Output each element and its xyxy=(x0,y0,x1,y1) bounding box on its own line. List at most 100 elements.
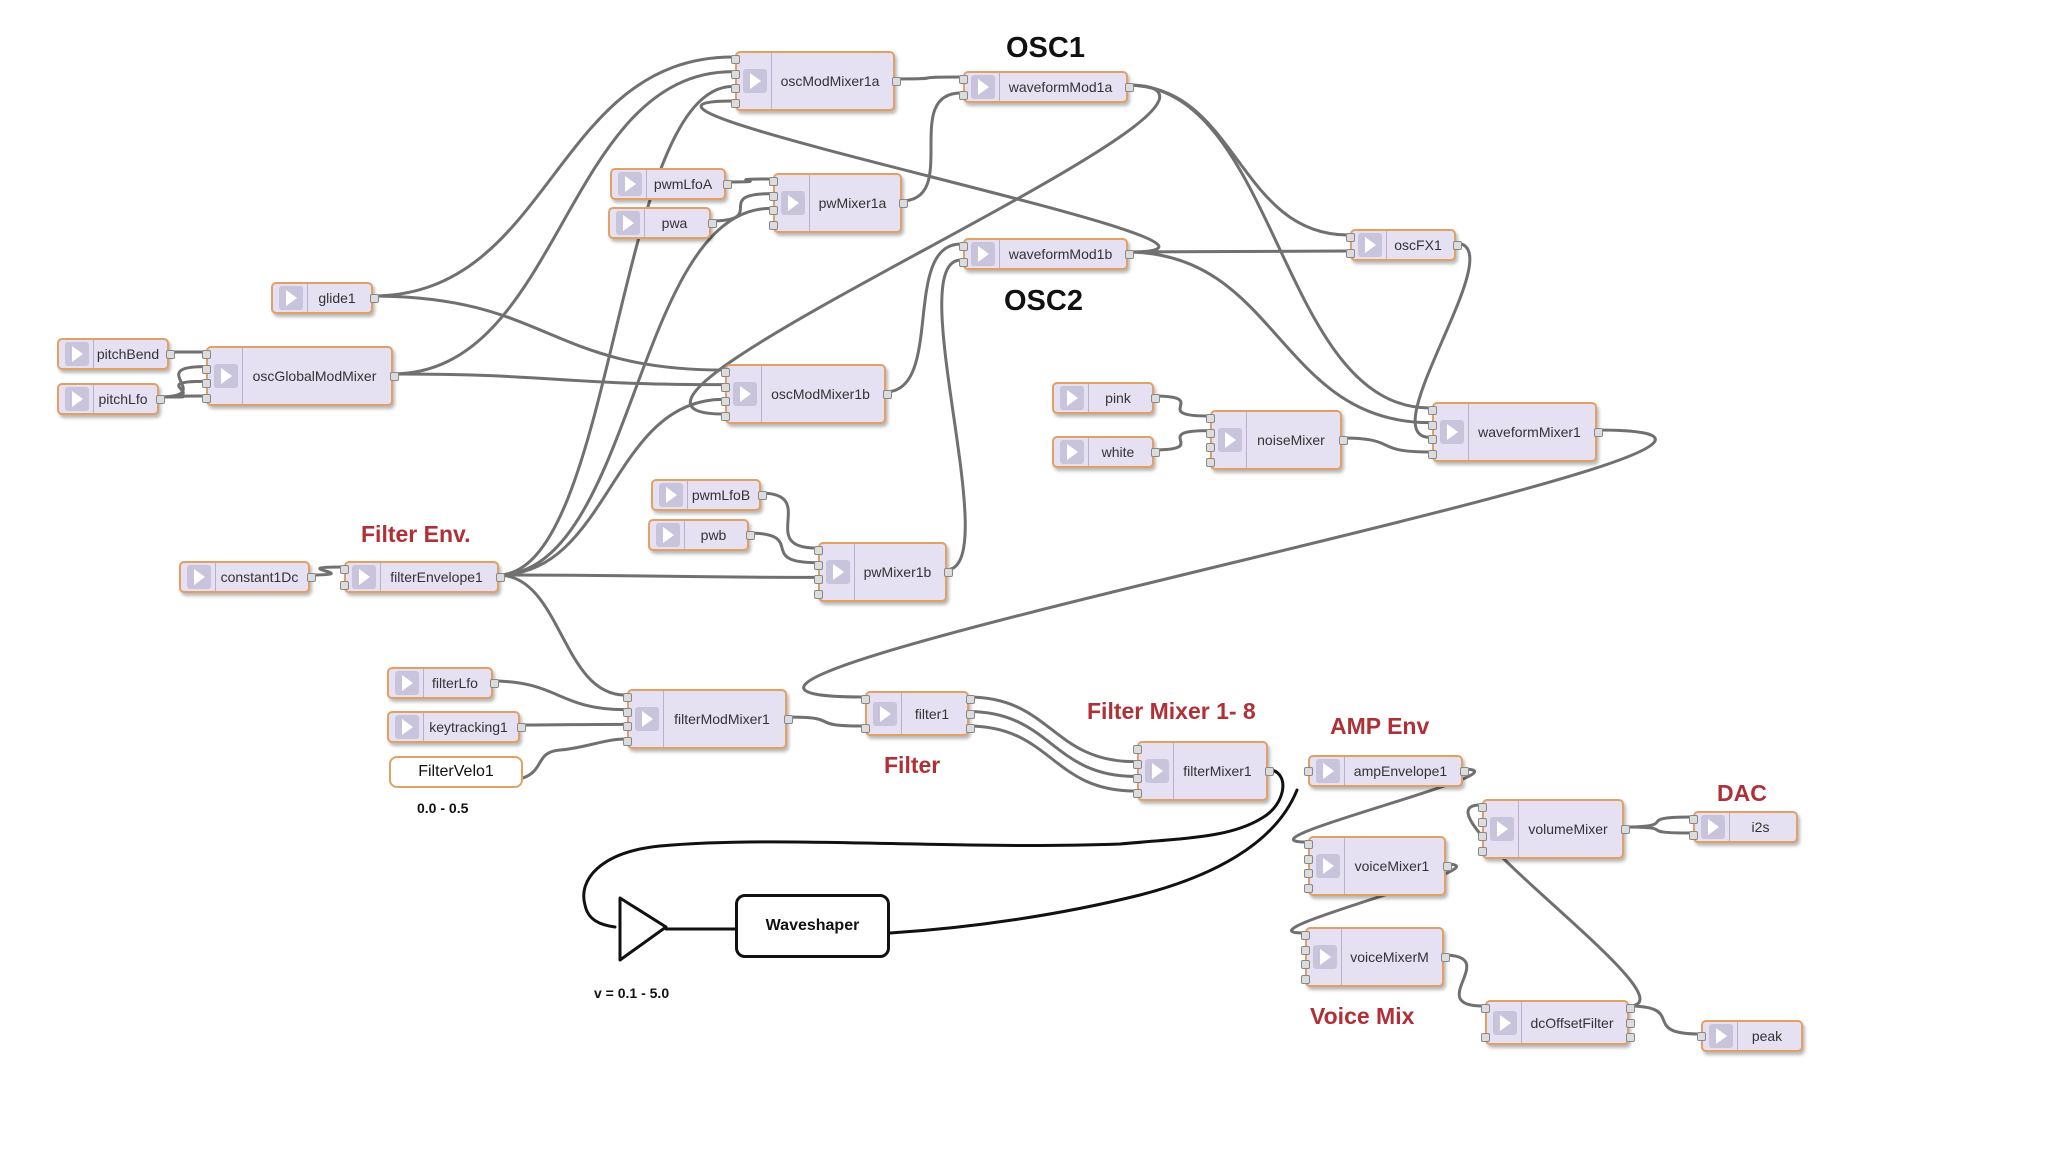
node-voiceMixerM[interactable]: voiceMixerM xyxy=(1301,927,1450,987)
input-port[interactable] xyxy=(202,394,211,403)
node-white[interactable]: white xyxy=(1052,436,1160,468)
output-port[interactable] xyxy=(1443,862,1452,871)
input-port[interactable] xyxy=(1428,406,1437,415)
node-oscModMixer1b[interactable]: oscModMixer1b xyxy=(721,364,892,424)
input-port[interactable] xyxy=(959,75,968,84)
output-port[interactable] xyxy=(1621,825,1630,834)
input-port[interactable] xyxy=(1346,233,1355,242)
output-port[interactable] xyxy=(966,709,975,719)
input-port[interactable] xyxy=(202,364,211,374)
input-port[interactable] xyxy=(731,84,740,94)
input-port[interactable] xyxy=(1304,840,1313,849)
input-port[interactable] xyxy=(959,242,968,251)
output-port[interactable] xyxy=(517,723,526,732)
input-port[interactable] xyxy=(623,707,632,717)
node-waveformMixer1[interactable]: waveformMixer1 xyxy=(1428,402,1603,462)
output-port[interactable] xyxy=(490,679,499,688)
node-keytracking1[interactable]: keytracking1 xyxy=(387,711,526,743)
input-port[interactable] xyxy=(1304,869,1313,879)
output-port[interactable] xyxy=(1125,83,1134,92)
input-port[interactable] xyxy=(1481,1004,1490,1013)
input-port[interactable] xyxy=(1133,789,1142,798)
input-port[interactable] xyxy=(1478,847,1487,856)
input-port[interactable] xyxy=(1133,759,1142,769)
input-port[interactable] xyxy=(814,560,823,570)
node-dcOffsetFilter[interactable]: dcOffsetFilter xyxy=(1481,1000,1635,1045)
input-port[interactable] xyxy=(1428,435,1437,445)
input-port[interactable] xyxy=(1346,249,1355,258)
input-port[interactable] xyxy=(340,565,349,574)
input-port[interactable] xyxy=(1304,854,1313,864)
input-port[interactable] xyxy=(1428,450,1437,459)
input-port[interactable] xyxy=(731,99,740,108)
input-port[interactable] xyxy=(769,221,778,230)
input-port[interactable] xyxy=(202,350,211,359)
input-port[interactable] xyxy=(623,722,632,732)
node-waveformMod1a[interactable]: waveformMod1a xyxy=(959,71,1134,103)
input-port[interactable] xyxy=(1478,803,1487,812)
input-port[interactable] xyxy=(1301,931,1310,940)
output-port[interactable] xyxy=(1626,1018,1635,1028)
output-port[interactable] xyxy=(883,390,892,399)
output-port[interactable] xyxy=(1460,767,1469,776)
node-filterEnvelope1[interactable]: filterEnvelope1 xyxy=(340,561,505,593)
node-pwmLfoA[interactable]: pwmLfoA xyxy=(610,168,732,200)
output-port[interactable] xyxy=(166,350,175,359)
output-port[interactable] xyxy=(1151,394,1160,403)
output-port[interactable] xyxy=(746,531,755,540)
node-pwMixer1a[interactable]: pwMixer1a xyxy=(769,173,908,233)
input-port[interactable] xyxy=(769,206,778,216)
input-port[interactable] xyxy=(769,177,778,186)
node-oscGlobalModMixer[interactable]: oscGlobalModMixer xyxy=(202,346,399,406)
input-port[interactable] xyxy=(1301,975,1310,984)
input-port[interactable] xyxy=(1689,815,1698,824)
input-port[interactable] xyxy=(623,693,632,702)
output-port[interactable] xyxy=(758,491,767,500)
input-port[interactable] xyxy=(1206,428,1215,438)
output-port[interactable] xyxy=(723,180,732,189)
input-port[interactable] xyxy=(1133,745,1142,754)
input-port[interactable] xyxy=(1133,774,1142,784)
node-ampEnvelope1[interactable]: ampEnvelope1 xyxy=(1304,755,1469,787)
output-port[interactable] xyxy=(496,573,505,582)
node-filterMixer1[interactable]: filterMixer1 xyxy=(1133,741,1274,801)
node-filterLfo[interactable]: filterLfo xyxy=(387,667,499,699)
input-port[interactable] xyxy=(861,724,870,733)
output-port[interactable] xyxy=(944,568,953,577)
input-port[interactable] xyxy=(1481,1033,1490,1042)
output-port[interactable] xyxy=(1453,241,1462,250)
output-port[interactable] xyxy=(1626,1033,1635,1042)
input-port[interactable] xyxy=(959,258,968,267)
node-pitchLfo[interactable]: pitchLfo xyxy=(57,383,165,415)
output-port[interactable] xyxy=(708,219,717,228)
node-pwa[interactable]: pwa xyxy=(608,207,717,239)
node-filterModMixer1[interactable]: filterModMixer1 xyxy=(623,689,793,749)
input-port[interactable] xyxy=(814,546,823,555)
node-oscFX1[interactable]: oscFX1 xyxy=(1346,229,1462,261)
output-port[interactable] xyxy=(784,715,793,724)
input-port[interactable] xyxy=(1301,945,1310,955)
input-port[interactable] xyxy=(1689,831,1698,840)
output-port[interactable] xyxy=(899,199,908,208)
input-port[interactable] xyxy=(721,412,730,421)
node-oscModMixer1a[interactable]: oscModMixer1a xyxy=(731,51,901,111)
input-port[interactable] xyxy=(721,397,730,407)
node-pink[interactable]: pink xyxy=(1052,382,1160,414)
input-port[interactable] xyxy=(861,695,870,704)
output-port[interactable] xyxy=(1594,428,1603,437)
input-port[interactable] xyxy=(1206,458,1215,467)
output-port[interactable] xyxy=(1626,1004,1635,1013)
node-glide1[interactable]: glide1 xyxy=(271,282,379,314)
output-port[interactable] xyxy=(1339,436,1348,445)
output-port[interactable] xyxy=(156,395,165,404)
output-port[interactable] xyxy=(390,372,399,381)
node-pitchBend[interactable]: pitchBend xyxy=(57,338,175,370)
input-port[interactable] xyxy=(202,379,211,389)
input-port[interactable] xyxy=(721,382,730,392)
output-port[interactable] xyxy=(307,573,316,582)
node-volumeMixer[interactable]: volumeMixer xyxy=(1478,799,1630,859)
input-port[interactable] xyxy=(814,575,823,585)
input-port[interactable] xyxy=(623,737,632,746)
output-port[interactable] xyxy=(966,695,975,704)
input-port[interactable] xyxy=(1478,832,1487,842)
